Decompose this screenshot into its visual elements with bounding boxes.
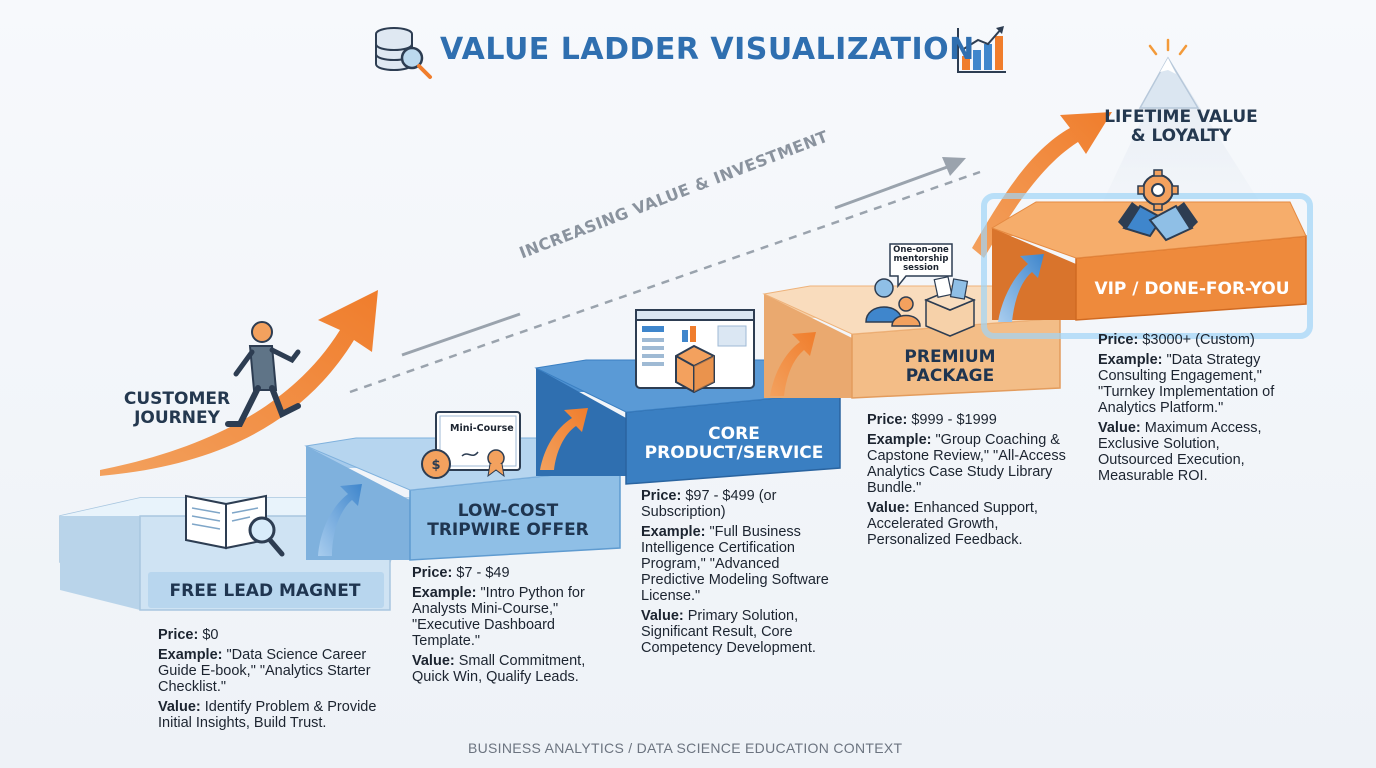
step-3-label: CORE PRODUCT/SERVICE bbox=[644, 424, 824, 464]
step-arrow-2 bbox=[540, 408, 588, 470]
step-5-label: VIP / DONE-FOR-YOU bbox=[1094, 279, 1290, 299]
value-trend-arrow bbox=[349, 157, 981, 394]
handshake-gear-icon bbox=[1118, 169, 1198, 242]
walking-person-icon bbox=[225, 321, 301, 427]
step-4-label: PREMIUM PACKAGE bbox=[904, 347, 996, 387]
dashboard-cube-icon bbox=[635, 309, 755, 394]
journey-arrow bbox=[100, 290, 378, 476]
footer-context: BUSINESS ANALYTICS / DATA SCIENCE EDUCAT… bbox=[468, 740, 903, 756]
step-2-price: $7 - $49 bbox=[456, 565, 510, 581]
step-arrow-4 bbox=[998, 254, 1044, 322]
step-2-example: "Intro Python for Analysts Mini-Course,"… bbox=[412, 585, 585, 649]
step-2-details: Price: $7 - $49 Example: "Intro Python f… bbox=[412, 565, 586, 685]
step-4-value: Enhanced Support, Accelerated Growth, Pe… bbox=[867, 500, 1038, 548]
step-4-price: $999 - $1999 bbox=[911, 412, 997, 428]
step-3-example: "Full Business Intelligence Certificatio… bbox=[641, 524, 829, 604]
step-3-details: Price: $97 - $499 (or Subscription) Exam… bbox=[641, 488, 829, 656]
lifetime-value-label: LIFETIME VALUE & LOYALTY bbox=[1104, 107, 1258, 147]
step-5-price: $3000+ (Custom) bbox=[1142, 332, 1255, 348]
svg-text:$: $ bbox=[431, 458, 440, 473]
step-3-price: $97 - $499 (or Subscription) bbox=[641, 488, 777, 520]
step-1-example: "Data Science Career Guide E-book," "Ana… bbox=[158, 647, 371, 695]
step-1-details: Price: $0 Example: "Data Science Career … bbox=[158, 627, 377, 731]
mentorship-callout: One-on-one mentorship session bbox=[893, 245, 949, 273]
step-2-label: LOW-COST TRIPWIRE OFFER bbox=[427, 501, 589, 541]
mentorship-box-icon bbox=[865, 243, 976, 337]
speech-bubble bbox=[889, 243, 953, 289]
step-1-value: Identify Problem & Provide Initial Insig… bbox=[158, 699, 377, 731]
step-5-details: Price: $3000+ (Custom) Example: "Data St… bbox=[1098, 332, 1275, 484]
step-5-value: Maximum Access, Exclusive Solution, Outs… bbox=[1098, 420, 1262, 484]
book-magnifier-icon bbox=[185, 494, 285, 557]
step-3-value: Primary Solution, Significant Result, Co… bbox=[641, 608, 816, 656]
database-search-icon bbox=[375, 27, 432, 79]
step-4-details: Price: $999 - $1999 Example: "Group Coac… bbox=[867, 412, 1066, 548]
step-1-label: FREE LEAD MAGNET bbox=[169, 581, 361, 601]
page-title: VALUE LADDER VISUALIZATION bbox=[440, 32, 975, 67]
step-4-example: "Group Coaching & Capstone Review," "All… bbox=[867, 432, 1066, 496]
certificate-coin-icon: $ bbox=[421, 411, 521, 479]
mountain-peak-icon bbox=[1138, 38, 1200, 109]
step-5-example: "Data Strategy Consulting Engagement," "… bbox=[1098, 352, 1275, 416]
step-arrow-3 bbox=[770, 332, 816, 396]
customer-journey-label: CUSTOMER JOURNEY bbox=[123, 389, 231, 429]
step-arrow-1 bbox=[318, 484, 362, 556]
step-1-price: $0 bbox=[202, 627, 219, 643]
bar-chart-growth-icon bbox=[957, 26, 1006, 73]
certificate-label: Mini-Course bbox=[450, 423, 514, 434]
step-2-value: Small Commitment, Quick Win, Qualify Lea… bbox=[412, 653, 586, 685]
